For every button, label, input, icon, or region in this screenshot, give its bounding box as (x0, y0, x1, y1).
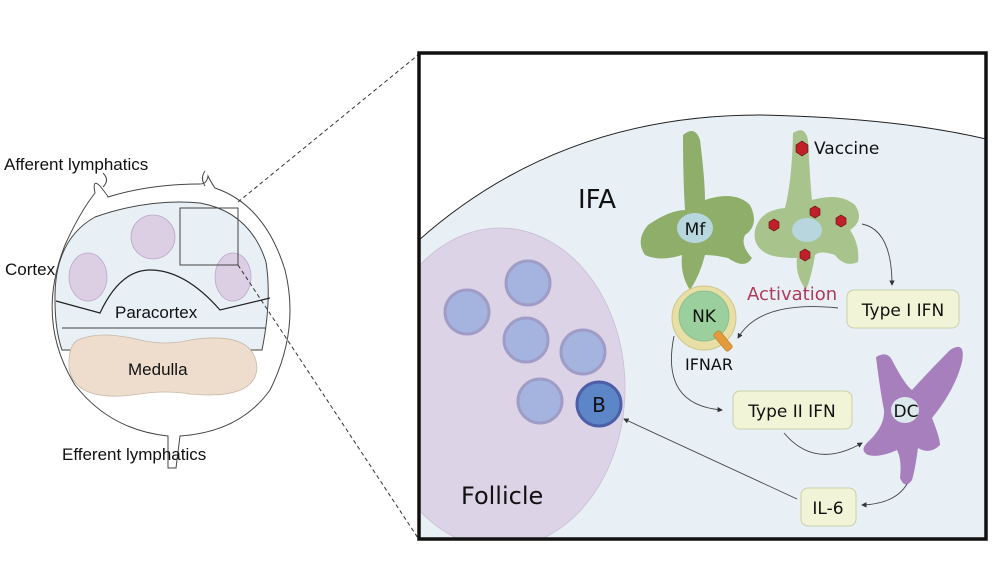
b-cell (443, 288, 491, 336)
arrow-nk-to-type2 (670, 335, 723, 413)
medulla-label: Medulla (128, 360, 188, 379)
vaccine-particle-icon (799, 248, 811, 262)
afferent-label: Afferent lymphatics (4, 155, 148, 174)
zoom-connector-top (237, 54, 419, 203)
vaccine-particle-icon (795, 140, 809, 157)
b-cell (559, 328, 607, 376)
type1-ifn-box: Type I IFN (846, 289, 960, 329)
cortex-label: Cortex (5, 260, 56, 279)
dc-label: DC (894, 402, 919, 422)
lymph-node-overview: Afferent lymphatics Cortex Paracortex Me… (4, 155, 291, 469)
arrow-type1-to-nk (737, 306, 839, 339)
zoom-region-box (179, 207, 239, 266)
zoom-connector-bottom (237, 264, 419, 539)
nk-label: NK (692, 307, 717, 327)
il6-label: IL-6 (812, 499, 843, 519)
ifa-label: IFA (578, 185, 616, 215)
type1-ifn-label: Type I IFN (861, 301, 944, 321)
vaccine-cell: Vaccine (754, 130, 879, 290)
activation-label: Activation (747, 284, 837, 305)
arrow-type2-to-dc (783, 432, 863, 455)
type2-ifn-label: Type II IFN (747, 402, 835, 422)
macrophage-label: Mf (685, 220, 707, 240)
ifnar-receptor-icon (713, 330, 733, 352)
medulla-shape (68, 334, 258, 397)
detail-frame (417, 51, 988, 541)
efferent-label: Efferent lymphatics (62, 445, 206, 464)
vaccine-label: Vaccine (814, 139, 879, 159)
follicle-shape (130, 214, 176, 260)
b-cell (516, 377, 564, 425)
vaccine-particle-icon (809, 205, 821, 219)
follicle-shape (68, 252, 108, 302)
b-cell (504, 259, 552, 307)
arrow-vaccine-to-type1 (861, 223, 895, 286)
b-cell-group: B (443, 259, 623, 428)
macrophage: Mf (640, 131, 754, 290)
type2-ifn-box: Type II IFN (732, 390, 853, 430)
arrow-dc-to-il6 (861, 483, 908, 508)
dendritic-cell: DC (863, 346, 963, 485)
b-cell (502, 316, 550, 364)
vaccine-particle-icon (835, 214, 847, 228)
b-cell-label: B (592, 393, 606, 417)
follicle-label: Follicle (461, 482, 543, 510)
b-cell-activated (575, 380, 623, 428)
ifnar-label: IFNAR (685, 355, 733, 374)
paracortex-boundary (55, 269, 271, 314)
nk-cell: NK IFNAR (671, 285, 737, 374)
vaccine-particle-icon (768, 218, 780, 232)
paracortex-label: Paracortex (115, 303, 198, 322)
detail-panel: B Mf Vaccine Type I IFN Activation (417, 51, 988, 541)
arrow-il6-to-bcell (623, 418, 798, 500)
il6-box: IL-6 (800, 487, 857, 527)
